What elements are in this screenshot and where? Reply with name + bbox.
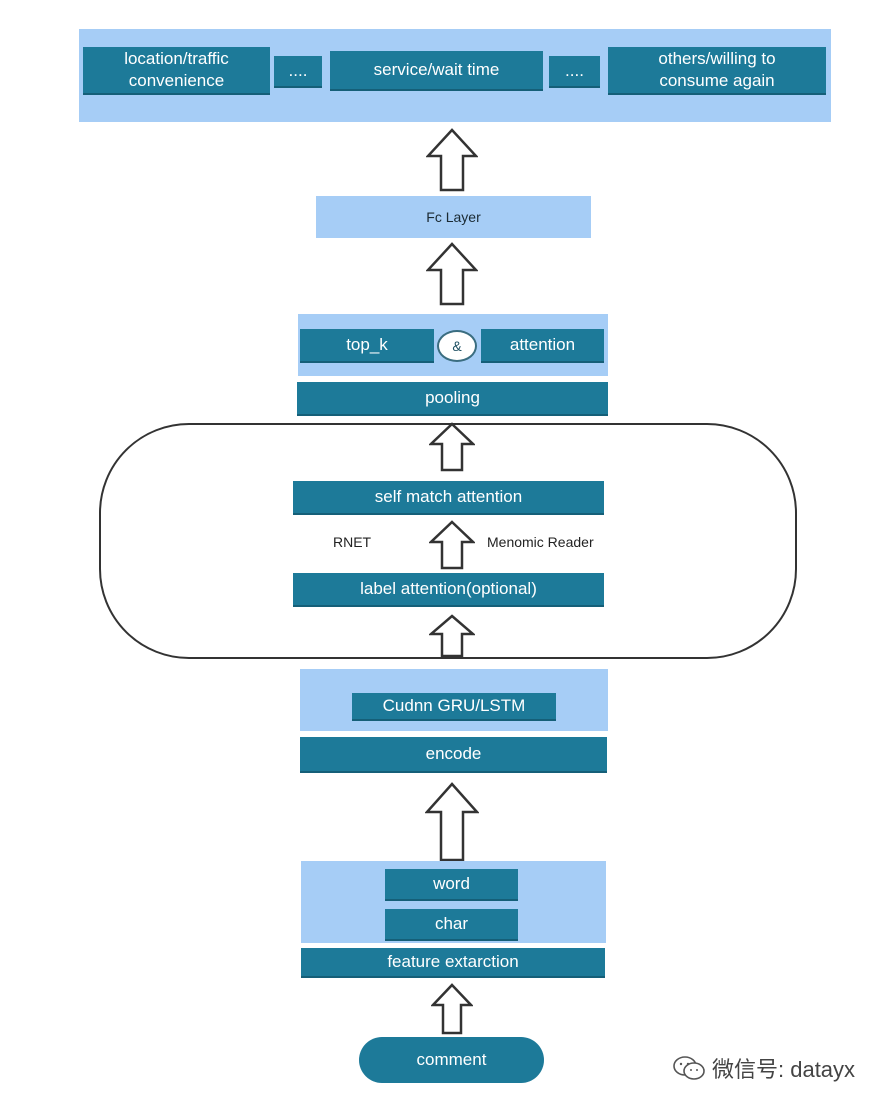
output-box-others: others/willing to consume again (608, 47, 826, 95)
self-match-attention-box: self match attention (293, 481, 604, 515)
watermark-text: 微信号: datayx (712, 1057, 856, 1082)
output-box-location: location/traffic convenience (83, 47, 270, 95)
up-arrow-icon (429, 520, 475, 570)
attention-capsule (99, 423, 797, 659)
cudnn-box: Cudnn GRU/LSTM (352, 693, 556, 721)
rnet-label: RNET (333, 534, 372, 550)
up-arrow-icon (425, 782, 479, 862)
menomic-reader-label: Menomic Reader (487, 534, 594, 550)
up-arrow-icon (426, 128, 478, 192)
up-arrow-icon (431, 983, 473, 1035)
ampersand-icon: & (437, 330, 477, 362)
char-box: char (385, 909, 518, 941)
label-attention-box: label attention(optional) (293, 573, 604, 607)
watermark: 微信号: datayx (672, 1052, 855, 1084)
comment-node: comment (359, 1037, 544, 1083)
word-box: word (385, 869, 518, 901)
output-box-ellipsis-1: .... (274, 56, 322, 88)
up-arrow-icon (429, 614, 475, 658)
fc-layer: Fc Layer (316, 196, 591, 238)
wechat-icon (673, 1056, 705, 1080)
output-box-service: service/wait time (330, 51, 543, 91)
output-box-ellipsis-2: .... (549, 56, 600, 88)
feature-extraction-box: feature extarction (301, 948, 605, 978)
up-arrow-icon (429, 422, 475, 472)
topk-box: top_k (300, 329, 434, 363)
pooling-box: pooling (297, 382, 608, 416)
encode-box: encode (300, 737, 607, 773)
up-arrow-icon (426, 242, 478, 306)
attention-box: attention (481, 329, 604, 363)
